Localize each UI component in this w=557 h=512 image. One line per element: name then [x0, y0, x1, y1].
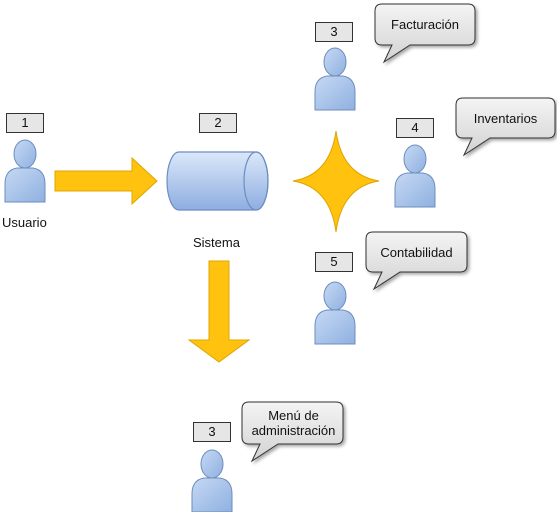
person-menu-icon [191, 449, 233, 512]
person-contabilidad-icon [314, 281, 356, 345]
person-inventarios-icon [394, 144, 436, 208]
person-facturacion-icon [314, 47, 356, 111]
bubble-facturacion-text: Facturación [391, 17, 459, 32]
bubble-contabilidad-text: Contabilidad [380, 244, 453, 260]
badge-inventarios: 4 [396, 118, 434, 138]
bubble-inventarios-shape [455, 97, 556, 157]
badge-facturacion: 3 [315, 22, 353, 42]
bubble-facturacion-shape [374, 3, 476, 64]
label-sistema: Sistema [193, 235, 240, 250]
bubble-menu-shape [241, 401, 344, 463]
distribution-star [292, 130, 380, 233]
person-usuario-icon [4, 139, 46, 203]
badge-menu: 3 [193, 422, 231, 442]
sistema-cylinder [166, 151, 269, 211]
badge-contabilidad: 5 [315, 252, 353, 272]
badge-usuario: 1 [6, 113, 44, 133]
label-usuario: Usuario [2, 215, 47, 230]
bubble-menu-text: Menú de administración [251, 408, 336, 438]
arrow-sistema-to-menu [187, 260, 251, 363]
badge-sistema: 2 [199, 113, 237, 133]
arrow-usuario-to-sistema [54, 156, 158, 206]
bubble-contabilidad-shape [365, 231, 468, 291]
bubble-inventarios-text: Inventarios [473, 110, 538, 126]
